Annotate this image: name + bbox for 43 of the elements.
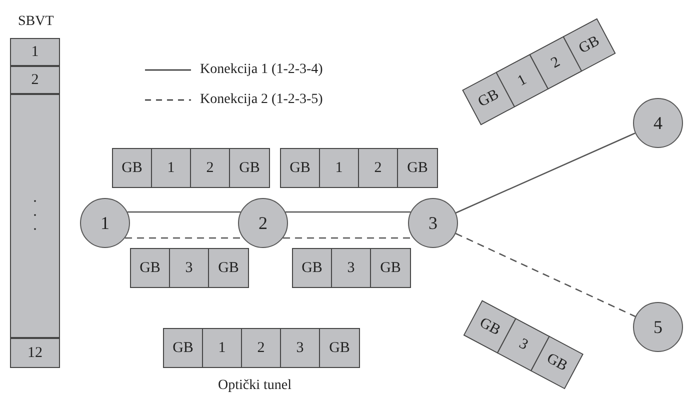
slot-cell: GB [281, 149, 320, 187]
link-line [125, 237, 243, 239]
slot-cell: GB [320, 329, 359, 367]
link-line [455, 232, 636, 318]
legend-label: Konekcija 2 (1-2-3-5) [200, 92, 323, 108]
slot-cell: 3 [332, 249, 371, 287]
slot-cell: 2 [10, 66, 60, 94]
slot-cell: 2 [242, 329, 281, 367]
slot-cell: 1 [152, 149, 191, 187]
network-node: 2 [238, 198, 288, 248]
slot-cell: 1 [203, 329, 242, 367]
slot-cell: 12 [10, 338, 60, 368]
slot-strip [112, 148, 270, 188]
slot-cell: GB [113, 149, 152, 187]
slot-cell: GB [164, 329, 203, 367]
slot-cell: GB [209, 249, 248, 287]
slot-cell: 1 [320, 149, 359, 187]
link-line [127, 211, 241, 213]
slot-cell: 3 [170, 249, 209, 287]
link-line [285, 211, 411, 213]
slot-strip [130, 248, 249, 288]
network-node: 3 [408, 198, 458, 248]
slot-cell: · · · [10, 94, 60, 338]
network-node: 1 [80, 198, 130, 248]
network-node: 4 [633, 98, 683, 148]
slot-cell: GB [371, 249, 410, 287]
slot-strip [280, 148, 438, 188]
link-line [283, 237, 413, 239]
slot-strip [163, 328, 360, 368]
slot-strip [292, 248, 411, 288]
slot-cell: GB [230, 149, 269, 187]
legend-label: Konekcija 1 (1-2-3-4) [200, 62, 323, 78]
slot-cell: 2 [191, 149, 230, 187]
strip-caption: Optički tunel [218, 378, 292, 394]
slot-cell: 1 [10, 38, 60, 66]
slot-cell: GB [131, 249, 170, 287]
network-node: 5 [633, 302, 683, 352]
column-heading: SBVT [18, 14, 54, 30]
link-line [456, 132, 636, 214]
slot-cell: 2 [359, 149, 398, 187]
slot-cell: GB [398, 149, 437, 187]
slot-cell: GB [293, 249, 332, 287]
slot-cell: 3 [281, 329, 320, 367]
